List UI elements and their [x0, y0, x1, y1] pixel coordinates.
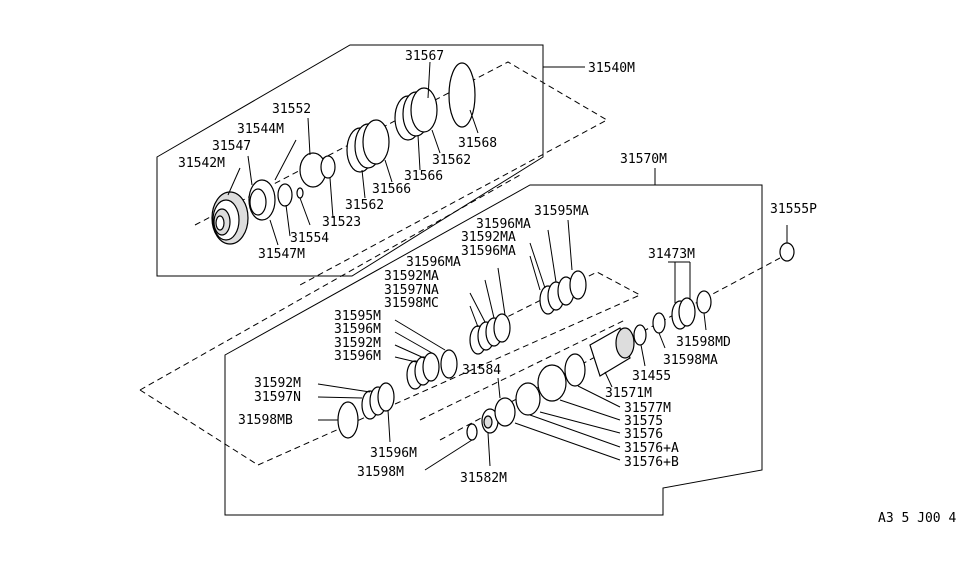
diagram-code: A3 5 J00 4 — [878, 511, 956, 526]
ring-31577m — [564, 353, 586, 387]
label-31596m-2: 31596M — [334, 349, 381, 364]
label-31523: 31523 — [322, 215, 361, 230]
snap-ring-31568 — [448, 62, 476, 128]
label-31592ma-1: 31592MA — [461, 230, 516, 245]
label-31597na: 31597NA — [384, 283, 439, 298]
ring-31575 — [537, 364, 567, 402]
label-31566-b: 31566 — [372, 182, 411, 197]
label-31576a: 31576+A — [624, 441, 679, 456]
label-31554: 31554 — [290, 231, 329, 246]
clutch-pack-31596ma — [539, 270, 587, 315]
label-31596m-3: 31596M — [370, 446, 417, 461]
label-31595ma: 31595MA — [534, 204, 589, 219]
label-31575: 31575 — [624, 414, 663, 429]
hub-31582m — [481, 408, 499, 434]
label-31571m: 31571M — [605, 386, 652, 401]
label-31566-a: 31566 — [404, 169, 443, 184]
snap-ring-31555p — [779, 242, 795, 262]
label-31592m-1: 31592M — [334, 336, 381, 351]
label-31598mc: 31598MC — [384, 296, 439, 311]
label-31544m: 31544M — [237, 122, 284, 137]
seals-31473m — [671, 297, 696, 330]
label-31595m: 31595M — [334, 309, 381, 324]
snap-ring-31598mb — [337, 401, 359, 439]
label-31597n: 31597N — [254, 390, 301, 405]
label-31596m-1: 31596M — [334, 322, 381, 337]
label-31596ma-2: 31596MA — [461, 244, 516, 259]
label-31562-b: 31562 — [345, 198, 384, 213]
label-31596ma-3: 31596MA — [406, 255, 461, 270]
ring-31598ma — [652, 312, 666, 334]
piston-31544m — [248, 179, 276, 221]
ring-31547 — [277, 183, 293, 207]
label-31562-a: 31562 — [432, 153, 471, 168]
shaft-31571m — [589, 327, 635, 377]
label-31598mb: 31598MB — [238, 413, 293, 428]
label-31598ma: 31598MA — [663, 353, 718, 368]
label-31540m: 31540M — [588, 61, 635, 76]
bottom-group-outline — [224, 184, 763, 516]
label-31552: 31552 — [272, 102, 311, 117]
clutch-pack-31592m — [361, 382, 395, 420]
label-31547: 31547 — [212, 139, 251, 154]
top-group-outline — [156, 44, 544, 277]
snap-ring-31598m — [466, 423, 478, 441]
ring-31576 — [515, 382, 541, 416]
label-31576b: 31576+B — [624, 455, 679, 470]
clutch-pack-31562 — [346, 119, 390, 173]
clutch-pack-31592ma — [469, 313, 511, 355]
spring-31554 — [296, 187, 304, 199]
label-31577m: 31577M — [624, 401, 671, 416]
label-31584: 31584 — [462, 363, 501, 378]
label-31582m: 31582M — [460, 471, 507, 486]
label-31542m: 31542M — [178, 156, 225, 171]
clutch-pack-31595m — [406, 349, 458, 390]
snap-31523 — [320, 155, 336, 179]
label-31592m-2: 31592M — [254, 376, 301, 391]
drum-31542m — [211, 191, 249, 245]
label-31473m: 31473M — [648, 247, 695, 262]
label-31547m: 31547M — [258, 247, 305, 262]
clutch-pack-31566 — [394, 87, 438, 141]
label-31592ma-2: 31592MA — [384, 269, 439, 284]
label-31567: 31567 — [405, 49, 444, 64]
label-31596ma-1: 31596MA — [476, 217, 531, 232]
snap-ring-31598md — [696, 290, 712, 314]
label-31570m: 31570M — [620, 152, 667, 167]
label-31455: 31455 — [632, 369, 671, 384]
ring-31455 — [633, 324, 647, 346]
label-31568: 31568 — [458, 136, 497, 151]
label-31598m: 31598M — [357, 465, 404, 480]
label-31576: 31576 — [624, 427, 663, 442]
ring-31584 — [494, 397, 516, 427]
label-31598md: 31598MD — [676, 335, 731, 350]
label-31555p: 31555P — [770, 202, 817, 217]
